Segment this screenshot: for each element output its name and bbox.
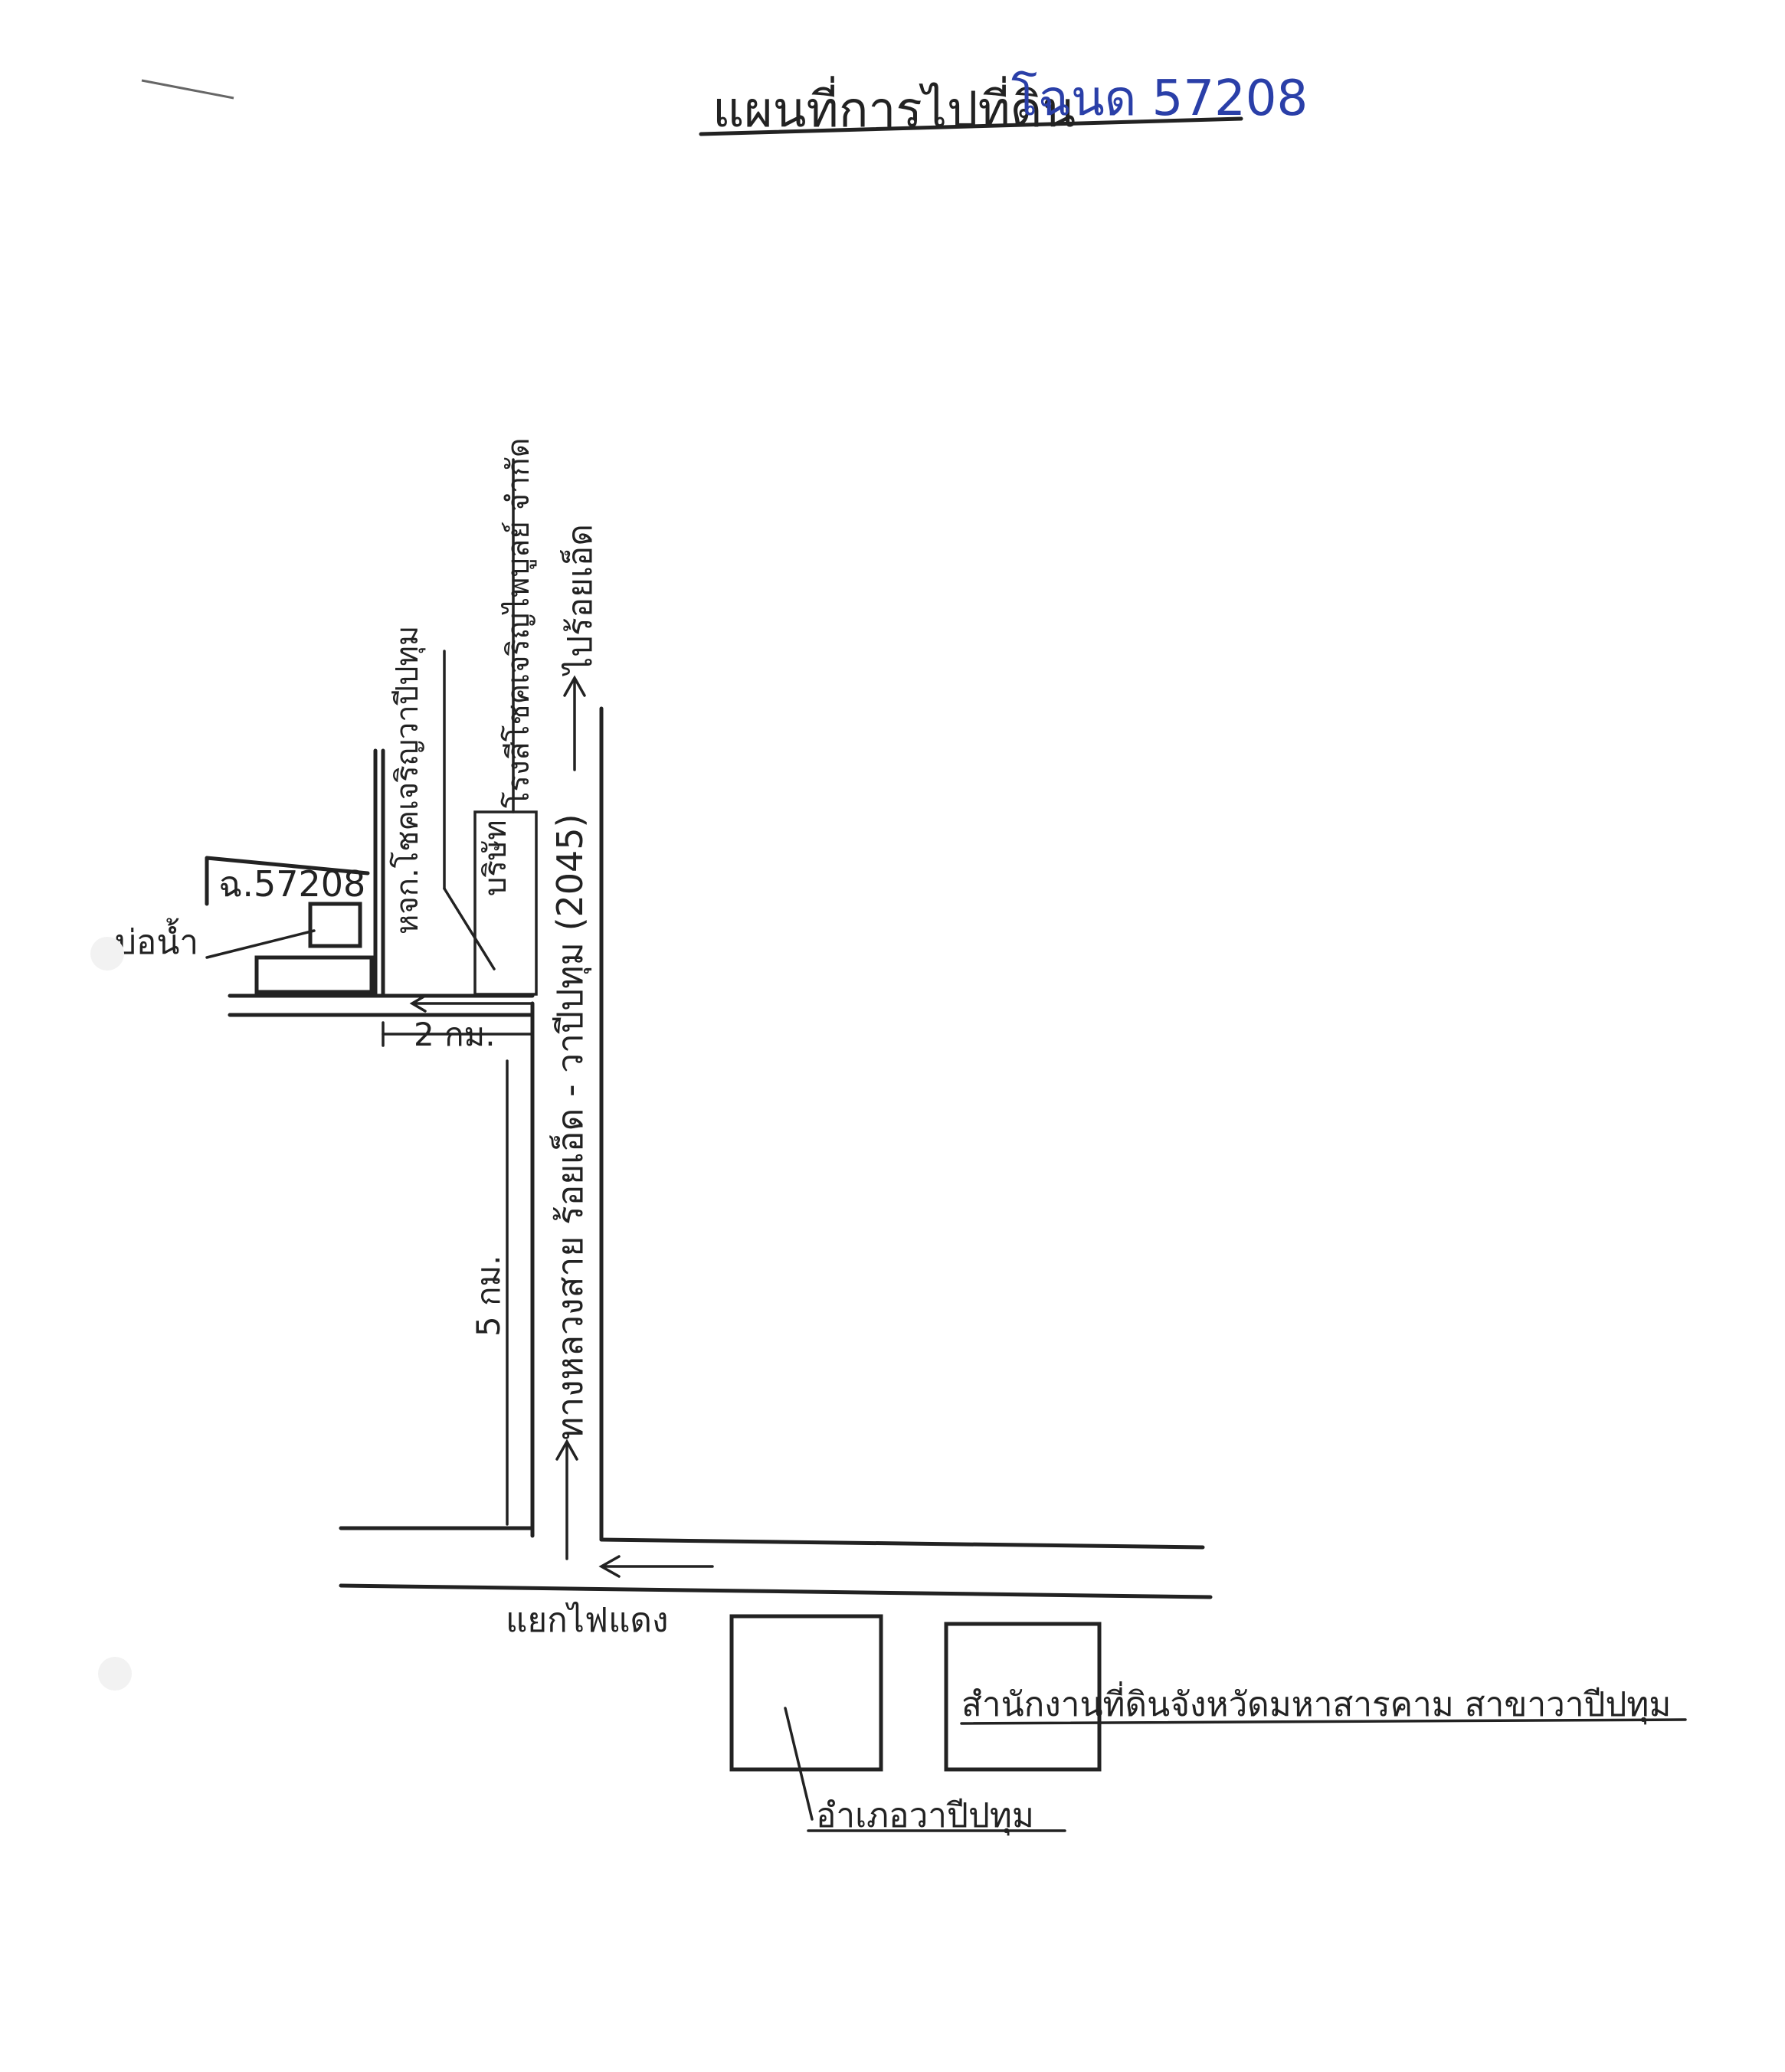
- district-office-leader: [784, 1707, 814, 1821]
- land-office-building: [944, 1622, 1102, 1772]
- cross-road-north-east: [599, 1537, 1205, 1550]
- arrow-up-icon: [555, 1439, 578, 1461]
- scan-mark: [141, 79, 234, 100]
- plot-base-strip: [254, 955, 374, 994]
- rice-mill-2-company-label: บริษัท: [478, 820, 513, 896]
- distance-side-label: 2 กม.: [414, 1016, 496, 1053]
- distance-main-label: 5 กม.: [470, 1255, 507, 1337]
- traffic-light-label: แยกไฟแดง: [506, 1601, 668, 1640]
- water-pond-label: บ่อน้ำ: [115, 918, 198, 962]
- plot-outline: [205, 856, 370, 906]
- land-office-underline: [960, 1718, 1687, 1725]
- arrow-left-icon: [598, 1555, 621, 1578]
- to-roi-et-label: ไปร้อยเอ็ด: [560, 524, 600, 676]
- district-office-building: [729, 1614, 883, 1772]
- highway-label: ทางหลวงสาย ร้อยเอ็ด - วาปีปทุม (2045): [549, 813, 592, 1440]
- deed-number: โฉนด 57208: [1011, 70, 1308, 127]
- rice-mill-2-label: โรงสีโชคเจริญไพบูลย์ จำกัด: [501, 437, 536, 808]
- rice-mill-1-leader-b: [443, 887, 496, 971]
- cross-road-south: [339, 1583, 1213, 1599]
- arrow-left-icon: [409, 994, 427, 1013]
- punch-hole: [98, 1657, 132, 1691]
- parcel-label: ฉ.57208: [218, 863, 365, 905]
- punch-hole: [90, 937, 124, 971]
- arrow-up-icon: [563, 675, 586, 697]
- land-office-label: สำนักงานที่ดินจังหวัดมหาสารคาม สาขาวาปีป…: [961, 1681, 1671, 1725]
- rice-mill-1-label: หจก.โชคเจริญวาปีปทุม: [390, 626, 426, 935]
- title-underline: [699, 116, 1243, 136]
- water-pond: [308, 902, 362, 948]
- rice-mill-2-building: [473, 810, 538, 996]
- water-pond-leader: [205, 929, 316, 959]
